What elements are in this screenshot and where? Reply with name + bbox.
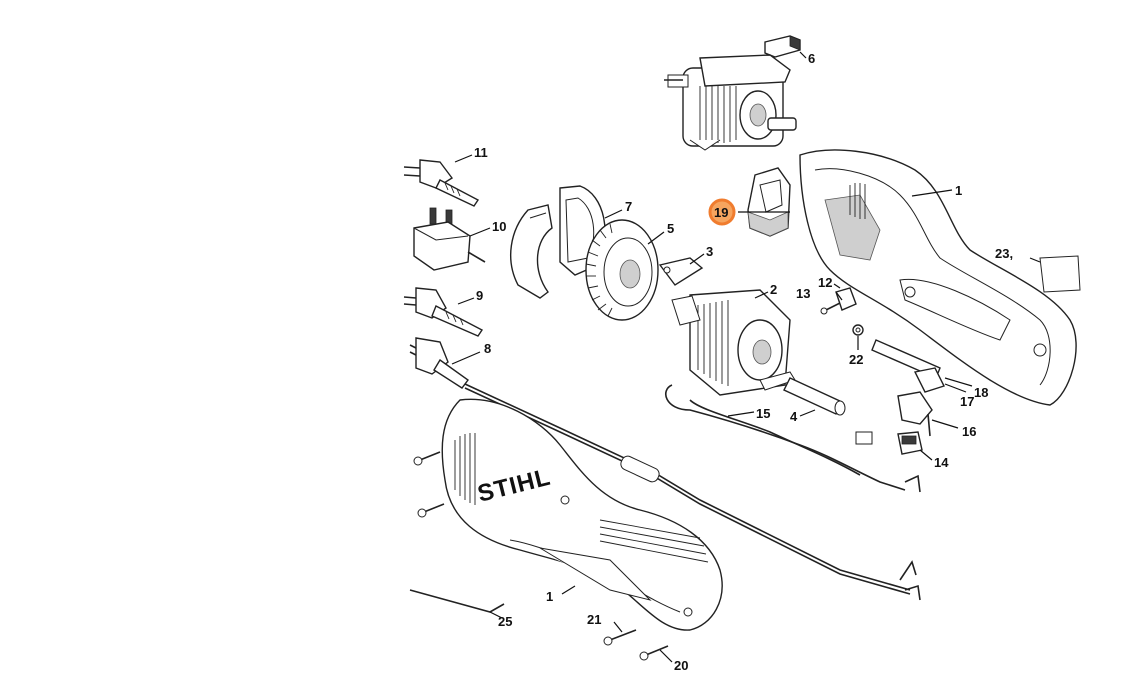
wiring-harness-part[interactable] (665, 384, 921, 493)
carbon-brush-part[interactable] (764, 35, 801, 58)
highlight-marker (708, 198, 736, 226)
leader-lines (451, 51, 1041, 663)
label-part-6[interactable]: 6 (808, 51, 815, 66)
label-part-2[interactable]: 2 (770, 282, 777, 297)
label-part-17[interactable]: 17 (960, 394, 974, 409)
label-part-3[interactable]: 3 (706, 244, 713, 259)
screw-left-upper[interactable] (413, 451, 441, 466)
screw-b-part[interactable] (603, 629, 637, 646)
label-part-21[interactable]: 21 (587, 612, 601, 627)
part-labels: 6 1 19 11 10 7 5 3 9 8 2 4 15 12 13 22 1… (474, 51, 1013, 673)
label-part-22[interactable]: 22 (849, 352, 863, 367)
label-part-9[interactable]: 9 (476, 288, 483, 303)
lever-part[interactable] (913, 367, 945, 393)
label-part-20[interactable]: 20 (674, 658, 688, 673)
hex-key-part[interactable] (409, 589, 505, 613)
label-part-10[interactable]: 10 (492, 219, 506, 234)
label-part-8[interactable]: 8 (484, 341, 491, 356)
label-part-18[interactable]: 18 (974, 385, 988, 400)
label-part-19[interactable]: 19 (714, 205, 728, 220)
housing-left-part[interactable]: STIHL (441, 398, 723, 631)
label-part-15[interactable]: 15 (756, 406, 770, 421)
label-part-23[interactable]: 23, (995, 246, 1013, 261)
label-sticker-part[interactable] (1039, 255, 1081, 293)
screw-a-part[interactable] (639, 645, 669, 661)
trigger-switch-part[interactable] (897, 391, 933, 437)
screw-small-part[interactable] (820, 301, 843, 315)
motor-top-part[interactable] (664, 54, 797, 151)
label-part-12[interactable]: 12 (818, 275, 832, 290)
nut-part[interactable] (852, 324, 864, 336)
housing-right-part[interactable] (799, 149, 1077, 406)
label-part-7[interactable]: 7 (625, 199, 632, 214)
label-part-14[interactable]: 14 (934, 455, 949, 470)
plug-eu-part[interactable] (403, 287, 484, 337)
label-part-5[interactable]: 5 (667, 221, 674, 236)
clamp-part[interactable] (835, 287, 857, 311)
plug-uk-part[interactable] (413, 207, 486, 271)
label-part-1-left[interactable]: 1 (546, 589, 553, 604)
fan-wheel-part[interactable] (585, 219, 659, 321)
label-part-25[interactable]: 25 (498, 614, 512, 629)
bracket-part[interactable] (510, 204, 553, 299)
power-cord-part[interactable] (409, 337, 921, 601)
label-part-13[interactable]: 13 (796, 286, 810, 301)
label-part-1-right[interactable]: 1 (955, 183, 962, 198)
brush-holder-clip-part[interactable] (658, 257, 704, 286)
rocker-switch-part[interactable] (897, 431, 923, 455)
label-part-16[interactable]: 16 (962, 424, 976, 439)
motor-assembly-part[interactable] (671, 289, 796, 396)
screw-left-lower[interactable] (417, 503, 445, 518)
label-part-4[interactable]: 4 (790, 409, 798, 424)
plug-us-part[interactable] (403, 159, 480, 207)
cover-cap-part[interactable] (747, 167, 791, 237)
label-part-11[interactable]: 11 (474, 145, 488, 160)
armature-sleeve-part[interactable] (783, 377, 846, 416)
